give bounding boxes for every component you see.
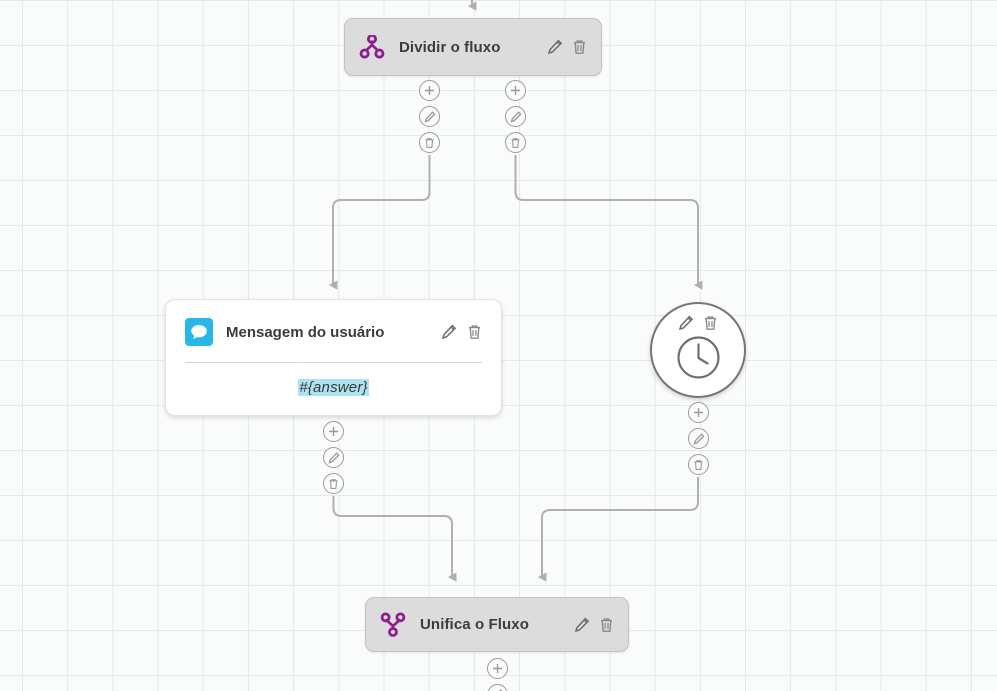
delete-handle[interactable] bbox=[323, 473, 344, 494]
node-split-flow[interactable]: Dividir o fluxo bbox=[344, 18, 602, 76]
node-title: Unifica o Fluxo bbox=[420, 616, 530, 633]
edge-user-message-to-merge bbox=[332, 496, 457, 582]
edit-icon[interactable] bbox=[574, 617, 590, 633]
delete-handle[interactable] bbox=[688, 454, 709, 475]
merge-flow-icon bbox=[380, 612, 406, 637]
add-handle[interactable] bbox=[323, 421, 344, 442]
edit-icon[interactable] bbox=[547, 39, 563, 55]
delete-icon[interactable] bbox=[599, 617, 614, 633]
node-timer[interactable] bbox=[650, 302, 746, 398]
node-user-message[interactable]: Mensagem do usuário bbox=[165, 299, 502, 416]
delete-handle[interactable] bbox=[419, 132, 440, 153]
node-actions bbox=[441, 324, 482, 340]
node-merge-flow[interactable]: Unifica o Fluxo bbox=[365, 597, 629, 652]
message-variable-token: #{answer} bbox=[298, 378, 369, 396]
edit-handle[interactable] bbox=[505, 106, 526, 127]
add-handle[interactable] bbox=[419, 80, 440, 101]
node-actions bbox=[678, 315, 718, 331]
clock-icon bbox=[676, 335, 721, 380]
node-actions bbox=[531, 39, 587, 55]
card-header: Mensagem do usuário bbox=[166, 300, 501, 346]
node-actions bbox=[558, 617, 614, 633]
node-title: Mensagem do usuário bbox=[226, 323, 385, 341]
edit-handle[interactable] bbox=[487, 684, 508, 691]
edge-split-to-user-message bbox=[328, 155, 431, 290]
add-handle[interactable] bbox=[487, 658, 508, 679]
edit-handle[interactable] bbox=[688, 428, 709, 449]
card-separator bbox=[185, 362, 482, 363]
delete-icon[interactable] bbox=[703, 315, 718, 331]
delete-icon[interactable] bbox=[572, 39, 587, 55]
edit-handle[interactable] bbox=[323, 447, 344, 468]
add-handle[interactable] bbox=[505, 80, 526, 101]
chat-bubble-icon bbox=[185, 318, 213, 346]
edit-icon[interactable] bbox=[678, 315, 694, 331]
node-title: Dividir o fluxo bbox=[399, 38, 501, 56]
edge-split-to-timer bbox=[514, 155, 703, 290]
delete-icon[interactable] bbox=[467, 324, 482, 340]
edge-timer-to-merge bbox=[537, 477, 699, 582]
split-flow-icon bbox=[359, 34, 385, 60]
edit-handle[interactable] bbox=[419, 106, 440, 127]
delete-handle[interactable] bbox=[505, 132, 526, 153]
add-handle[interactable] bbox=[688, 402, 709, 423]
edit-icon[interactable] bbox=[441, 324, 457, 340]
card-body: #{answer} bbox=[166, 363, 501, 415]
